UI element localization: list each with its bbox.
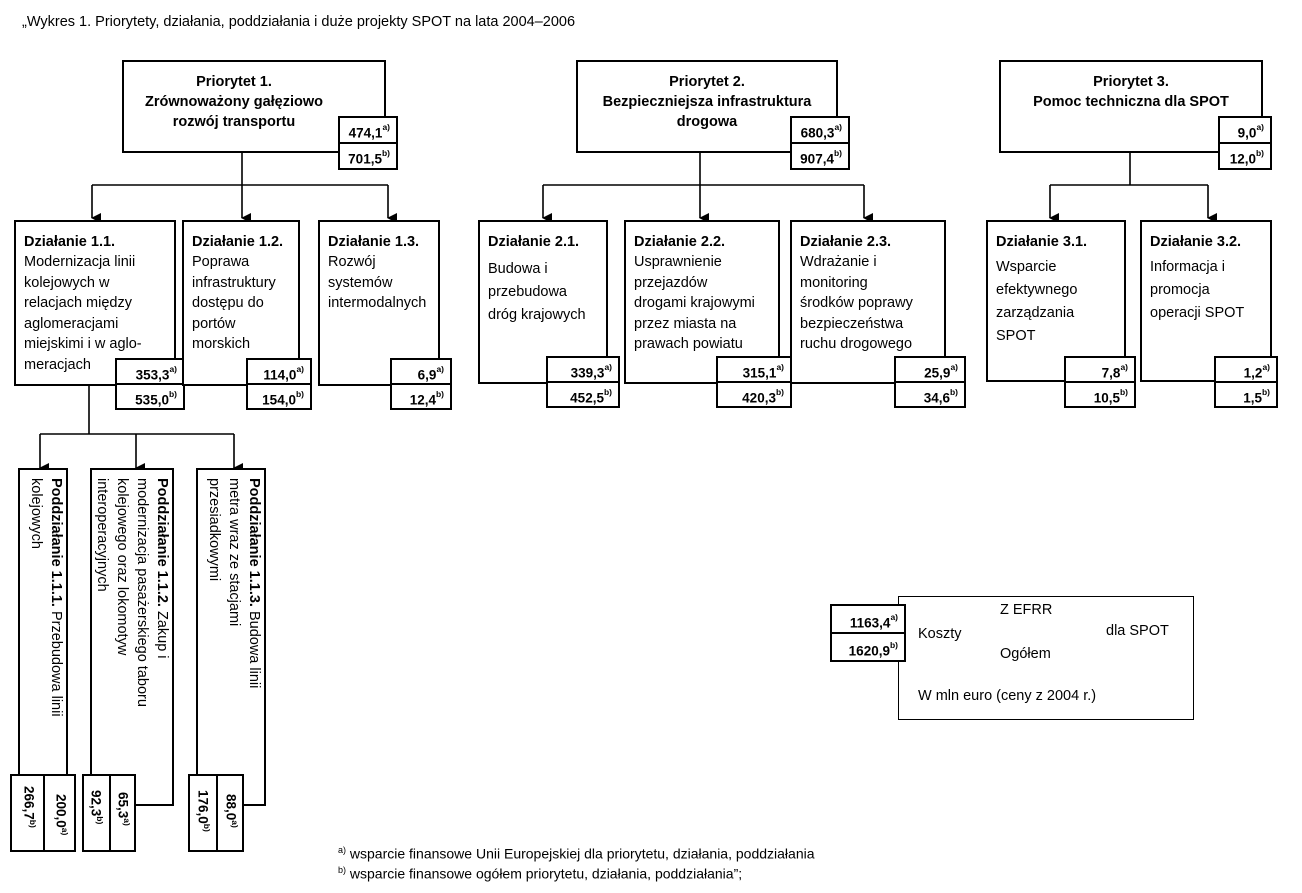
subaction-1-1-3-text: Poddziałanie 1.1.3. Budowa linii metra w… bbox=[206, 478, 262, 689]
action-1-3-desc: Rozwój systemów intermodalnych bbox=[328, 254, 427, 311]
action-1-1-title: Działanie 1.1. bbox=[24, 234, 116, 250]
legend-efrr: 1163,4a) bbox=[830, 604, 906, 634]
action-3-1-title: Działanie 3.1. bbox=[996, 234, 1088, 250]
action-1-3-total: 12,4b) bbox=[390, 383, 452, 410]
subaction-1-1-1-efrr: 200,0a) bbox=[53, 794, 71, 836]
subaction-1-1-3-total: 176,0b) bbox=[195, 790, 213, 832]
priority-2-title: Priorytet 2. Bezpieczniejsza infrastrukt… bbox=[602, 74, 812, 130]
priority-1-efrr: 474,1a) bbox=[338, 116, 398, 144]
action-2-3-total: 34,6b) bbox=[894, 381, 966, 408]
action-2-3-box: Działanie 2.3. Wdrażanie i monitoring śr… bbox=[790, 220, 946, 384]
subaction-1-1-1-text: Poddziałanie 1.1.1. Przebudowa linii kol… bbox=[28, 478, 64, 717]
action-1-3-title: Działanie 1.3. bbox=[328, 234, 420, 250]
legend-total: 1620,9b) bbox=[830, 632, 906, 662]
action-3-2-efrr: 1,2a) bbox=[1214, 356, 1278, 383]
action-1-2-box: Działanie 1.2. Poprawa infrastruktury do… bbox=[182, 220, 300, 386]
action-2-1-total: 452,5b) bbox=[546, 381, 620, 408]
action-1-2-desc: Poprawa infrastruktury dostępu do portów… bbox=[192, 254, 276, 352]
legend-koszty: Koszty bbox=[918, 626, 962, 642]
priority-1-total: 701,5b) bbox=[338, 142, 398, 170]
legend-ogolem: Ogółem bbox=[1000, 646, 1051, 662]
subaction-1-1-2-box: Poddziałanie 1.1.2. Zakup i modernizacja… bbox=[90, 468, 174, 806]
action-1-1-desc: Modernizacja linii kolejowych w relacjac… bbox=[24, 254, 142, 373]
subaction-1-1-2-total: 92,3b) bbox=[88, 790, 106, 825]
action-3-1-box: Działanie 3.1. Wsparcie efektywnego zarz… bbox=[986, 220, 1126, 382]
priority-2-box: Priorytet 2. Bezpieczniejsza infrastrukt… bbox=[576, 60, 838, 153]
action-2-2-title: Działanie 2.2. bbox=[634, 234, 726, 250]
action-3-1-total: 10,5b) bbox=[1064, 381, 1136, 408]
priority-1-title: Priorytet 1. Zrównoważony gałęziowo rozw… bbox=[144, 74, 324, 130]
action-2-2-total: 420,3b) bbox=[716, 381, 792, 408]
action-1-1-total: 535,0b) bbox=[115, 383, 185, 410]
action-1-1-efrr: 353,3a) bbox=[115, 358, 185, 385]
priority-3-title: Priorytet 3. Pomoc techniczna dla SPOT bbox=[1033, 74, 1229, 110]
action-2-2-desc: Usprawnienie przejazdów drogami krajowym… bbox=[634, 254, 755, 352]
action-2-1-title: Działanie 2.1. bbox=[488, 234, 580, 250]
footnote-a: a) wsparcie finansowe Unii Europejskiej … bbox=[338, 845, 815, 862]
action-3-1-efrr: 7,8a) bbox=[1064, 356, 1136, 383]
action-2-1-efrr: 339,3a) bbox=[546, 356, 620, 383]
action-3-2-total: 1,5b) bbox=[1214, 381, 1278, 408]
priority-3-total: 12,0b) bbox=[1218, 142, 1272, 170]
action-2-3-efrr: 25,9a) bbox=[894, 356, 966, 383]
subaction-1-1-2-efrr: 65,3a) bbox=[115, 792, 133, 826]
subaction-1-1-2-values: 65,3a) 92,3b) bbox=[82, 774, 136, 852]
action-3-2-title: Działanie 3.2. bbox=[1150, 234, 1242, 250]
action-1-2-title: Działanie 1.2. bbox=[192, 234, 284, 250]
action-2-1-desc: Budowa i przebudowa dróg krajowych bbox=[488, 261, 586, 323]
subaction-1-1-3-box: Poddziałanie 1.1.3. Budowa linii metra w… bbox=[196, 468, 266, 806]
subaction-1-1-2-text: Poddziałanie 1.1.2. Zakup i modernizacja… bbox=[94, 478, 170, 707]
action-1-2-total: 154,0b) bbox=[246, 383, 312, 410]
action-2-3-title: Działanie 2.3. bbox=[800, 234, 892, 250]
legend-dla-spot: dla SPOT bbox=[1106, 623, 1169, 639]
subaction-1-1-1-box: Poddziałanie 1.1.1. Przebudowa linii kol… bbox=[18, 468, 68, 806]
action-1-3-efrr: 6,9a) bbox=[390, 358, 452, 385]
action-2-1-box: Działanie 2.1. Budowa i przebudowa dróg … bbox=[478, 220, 608, 384]
subaction-1-1-3-efrr: 88,0a) bbox=[223, 794, 241, 828]
footnote-b: b) wsparcie finansowe ogółem priorytetu,… bbox=[338, 865, 743, 882]
legend-box bbox=[898, 596, 1194, 720]
action-2-3-desc: Wdrażanie i monitoring środków poprawy b… bbox=[800, 254, 913, 352]
action-3-2-box: Działanie 3.2. Informacja i promocja ope… bbox=[1140, 220, 1272, 382]
action-3-1-desc: Wsparcie efektywnego zarządzania SPOT bbox=[996, 259, 1078, 344]
subaction-1-1-3-values: 88,0a) 176,0b) bbox=[188, 774, 244, 852]
legend-z-efrr: Z EFRR bbox=[1000, 602, 1053, 618]
action-1-2-efrr: 114,0a) bbox=[246, 358, 312, 385]
diagram-title: „Wykres 1. Priorytety, działania, poddzi… bbox=[22, 14, 576, 30]
action-3-2-desc: Informacja i promocja operacji SPOT bbox=[1150, 259, 1245, 321]
action-2-2-efrr: 315,1a) bbox=[716, 356, 792, 383]
priority-2-total: 907,4b) bbox=[790, 142, 850, 170]
subaction-1-1-1-total: 266,7b) bbox=[21, 786, 39, 828]
legend-unit: W mln euro (ceny z 2004 r.) bbox=[918, 688, 1097, 704]
subaction-1-1-1-values: 200,0a) 266,7b) bbox=[10, 774, 76, 852]
